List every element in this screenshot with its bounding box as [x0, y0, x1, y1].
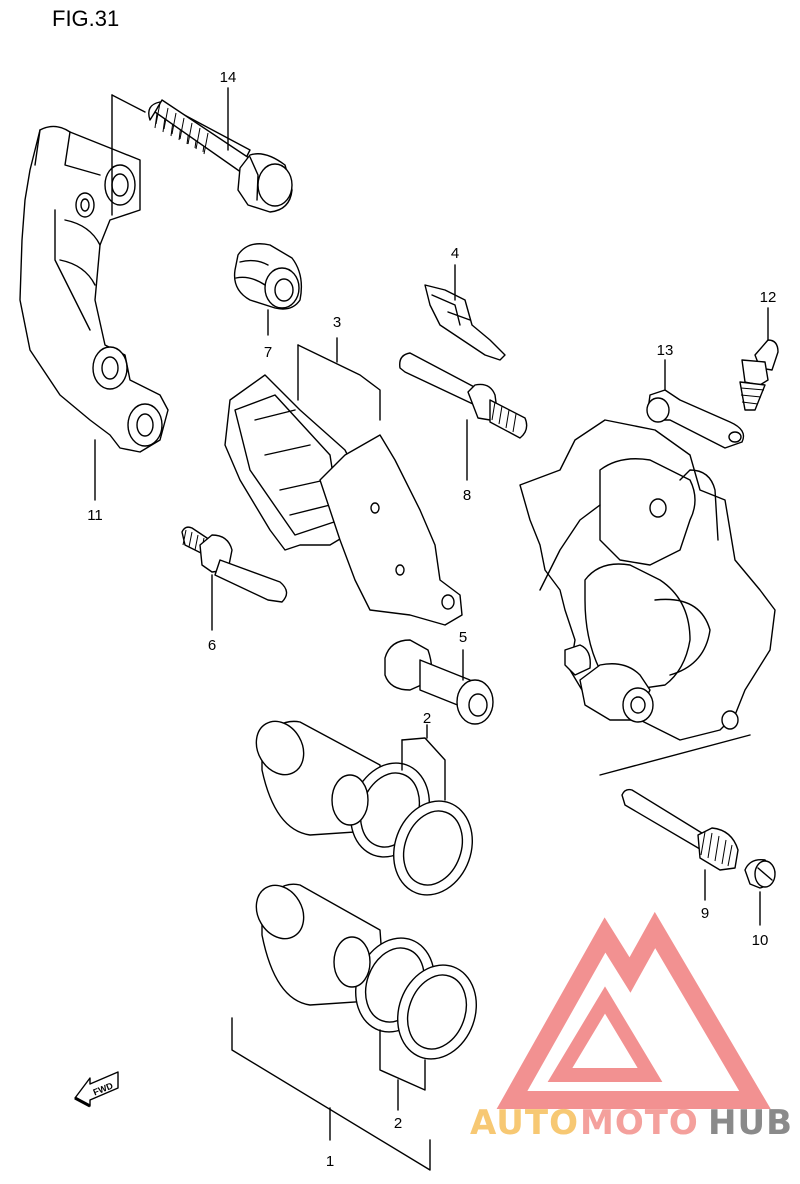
part-8-pin	[399, 352, 528, 481]
callout-8: 8	[463, 487, 471, 504]
part-1-piston-upper	[255, 720, 474, 896]
callout-5: 5	[459, 629, 467, 646]
callout-10: 10	[752, 932, 769, 949]
part-3-brake-pads	[224, 337, 463, 626]
callout-3: 3	[333, 314, 341, 331]
fwd-arrow: FWD	[74, 1071, 119, 1108]
watermark-hub: HUB	[708, 1103, 793, 1143]
figure-title: FIG.31	[52, 6, 120, 31]
callout-1: 1	[326, 1153, 334, 1170]
watermark-text: AUTO MOTO HUB	[470, 1103, 793, 1143]
watermark-moto: MOTO	[580, 1103, 699, 1143]
callout-labels: 1 2 2 3 4 5 6 7 8 9 10 11 12 13 14	[87, 69, 776, 1170]
callout-7: 7	[264, 344, 272, 361]
callout-11: 11	[87, 507, 103, 524]
part-6-pin	[181, 526, 288, 631]
part-10-cap	[744, 859, 776, 926]
callout-13: 13	[657, 342, 674, 359]
callout-2-lower: 2	[394, 1115, 402, 1132]
caliper-body	[519, 419, 776, 776]
callout-2-upper: 2	[423, 710, 431, 727]
part-13-cap	[646, 359, 745, 449]
watermark-auto: AUTO	[470, 1103, 579, 1143]
group-bracket-1	[231, 1017, 431, 1171]
part-9-pin-bolt	[621, 788, 739, 901]
part-7-boot	[233, 243, 303, 336]
callout-4: 4	[451, 245, 459, 262]
part-1-piston-lower	[255, 883, 478, 1111]
part-11-bracket	[19, 94, 169, 501]
callout-6: 6	[208, 637, 216, 654]
part-12-bleeder	[739, 307, 779, 411]
callout-12: 12	[760, 289, 777, 306]
part-5-pin	[384, 639, 494, 725]
part-4-spring-clip	[424, 264, 506, 361]
callout-9: 9	[701, 905, 709, 922]
callout-14: 14	[220, 69, 237, 86]
part-14-bolt	[148, 87, 293, 213]
watermark-logo	[496, 911, 771, 1109]
